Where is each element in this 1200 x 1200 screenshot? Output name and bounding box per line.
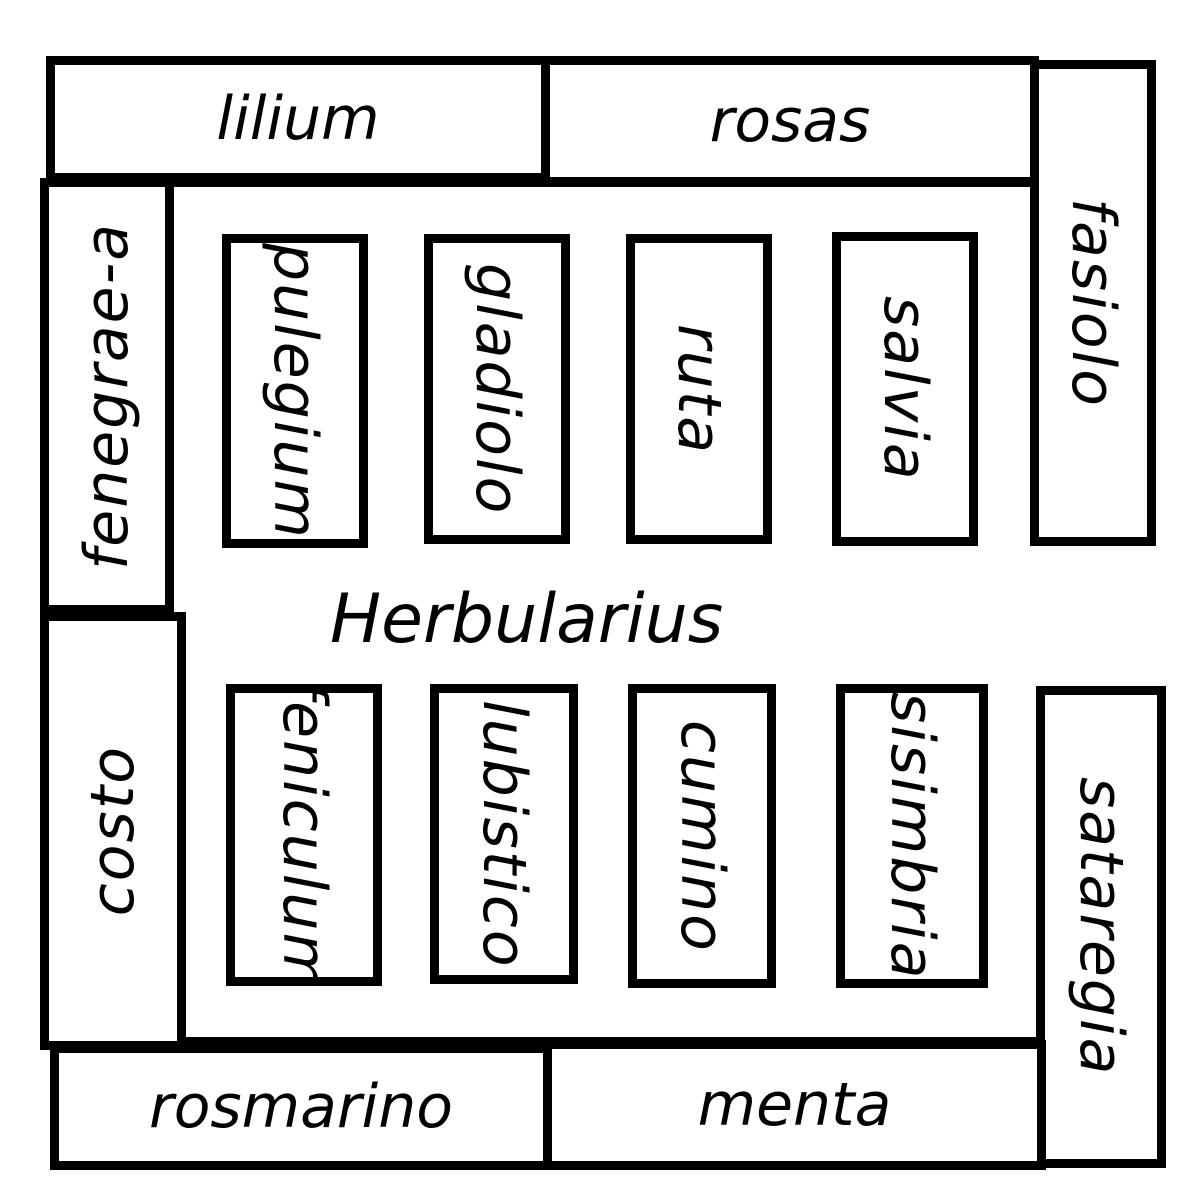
bed-label: rosmarino: [149, 1072, 453, 1142]
bed-label: lilium: [216, 84, 380, 154]
bed-label: pulegium: [260, 242, 330, 540]
bed-fenegrae: fenegrae-a: [40, 178, 174, 614]
bed-feniculum: feniculum: [226, 684, 382, 986]
bed-lubistico: lubistico: [430, 684, 578, 984]
bed-label: menta: [697, 1070, 892, 1140]
bed-fasiolo: fasiolo: [1030, 60, 1156, 546]
bed-label: ruta: [664, 323, 734, 455]
bed-rosmarino: rosmarino: [50, 1044, 552, 1170]
bed-salvia: salvia: [832, 232, 978, 546]
bed-label: sataregia: [1066, 777, 1136, 1077]
bed-sisimbria: sisimbria: [836, 684, 988, 988]
bed-label: rosas: [709, 86, 871, 156]
bed-label: salvia: [870, 296, 940, 482]
bed-pulegium: pulegium: [222, 234, 368, 548]
bed-label: lubistico: [469, 699, 539, 969]
bed-label: fasiolo: [1058, 198, 1128, 408]
bed-rosas: rosas: [541, 56, 1039, 186]
bed-label: cumino: [667, 719, 737, 953]
bed-gladiolo: gladiolo: [424, 234, 570, 544]
bed-label: feniculum: [269, 684, 339, 986]
bed-label: gladiolo: [462, 262, 532, 516]
bed-sataregia: sataregia: [1036, 686, 1166, 1168]
bed-ruta: ruta: [626, 234, 772, 544]
bed-costo: costo: [40, 612, 186, 1050]
bed-label: costo: [78, 745, 148, 917]
bed-cumino: cumino: [628, 684, 776, 988]
bed-lilium: lilium: [46, 56, 550, 182]
bed-menta: menta: [543, 1040, 1046, 1170]
bed-label: fenegrae-a: [72, 222, 142, 570]
bed-label: sisimbria: [877, 691, 947, 981]
garden-title: Herbularius: [330, 580, 724, 659]
